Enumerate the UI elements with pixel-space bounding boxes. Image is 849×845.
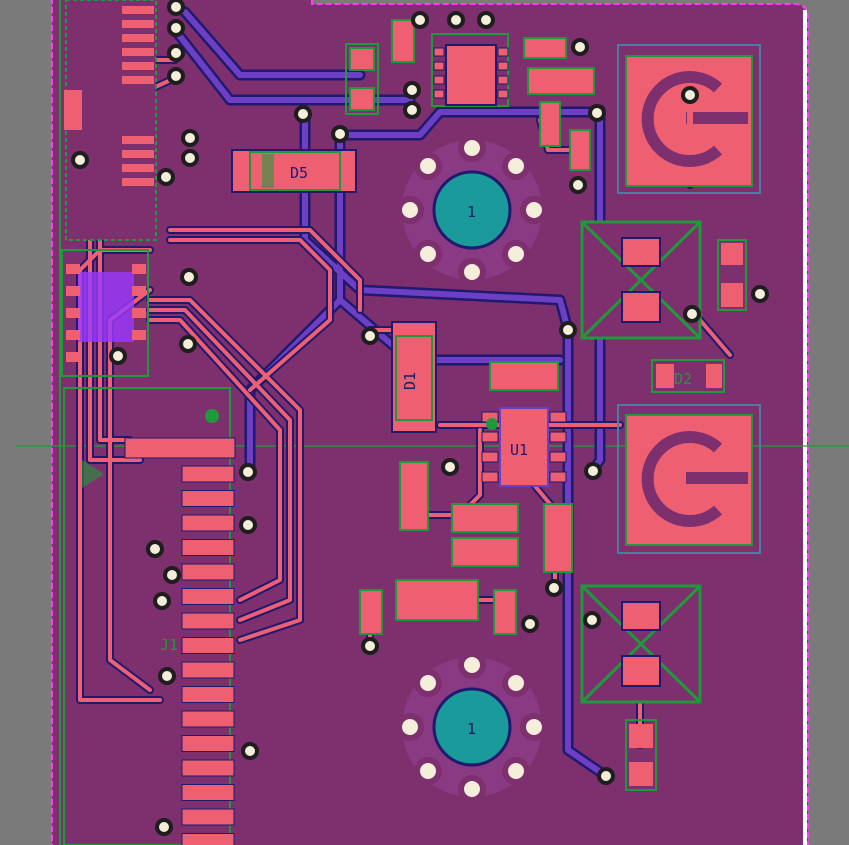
resistor-r-top-5 <box>569 129 591 171</box>
via[interactable] <box>239 516 257 534</box>
via[interactable] <box>146 540 164 558</box>
via[interactable] <box>588 104 606 122</box>
via[interactable] <box>157 168 175 186</box>
via[interactable] <box>559 321 577 339</box>
via[interactable] <box>167 19 185 37</box>
connector-pins <box>181 465 235 845</box>
via[interactable] <box>597 767 615 785</box>
diode-d5[interactable]: D5 <box>231 149 357 193</box>
connector-pin[interactable] <box>181 710 235 728</box>
ic-u1[interactable]: U1 <box>481 407 567 487</box>
capacitor-c-mid-2 <box>399 461 429 531</box>
via[interactable] <box>683 305 701 323</box>
via[interactable] <box>403 101 421 119</box>
resistor-r-top-1 <box>391 19 415 63</box>
mounting-hole-bottom[interactable]: 1 <box>396 651 548 803</box>
connector-pin[interactable] <box>181 539 235 556</box>
via[interactable] <box>751 285 769 303</box>
via[interactable] <box>241 742 259 760</box>
power-inductor-bottom[interactable] <box>580 584 702 791</box>
via[interactable] <box>583 611 601 629</box>
via[interactable] <box>571 38 589 56</box>
connector-pin[interactable] <box>181 759 235 777</box>
via[interactable] <box>521 615 539 633</box>
connector-pin[interactable] <box>181 612 235 630</box>
capacitor-c-mid-5 <box>543 503 573 573</box>
ic-top[interactable] <box>431 33 509 107</box>
connector-pin[interactable] <box>181 514 235 532</box>
via[interactable] <box>167 67 185 85</box>
resistor-r-top-2 <box>345 43 379 115</box>
via[interactable] <box>167 0 185 16</box>
via[interactable] <box>180 268 198 286</box>
ic-left-top[interactable] <box>64 0 157 241</box>
via[interactable] <box>155 818 173 836</box>
via[interactable] <box>403 81 421 99</box>
diode-d2[interactable]: D2 <box>651 359 725 393</box>
connector-pin[interactable] <box>181 490 235 507</box>
passive-components[interactable] <box>345 19 595 635</box>
via[interactable] <box>181 129 199 147</box>
via[interactable] <box>163 566 181 584</box>
power-pad-middle[interactable] <box>617 404 761 554</box>
connector-pin[interactable] <box>181 784 235 801</box>
via[interactable] <box>477 11 495 29</box>
via[interactable] <box>361 327 379 345</box>
via[interactable] <box>361 637 379 655</box>
via[interactable] <box>584 462 602 480</box>
power-inductor-top[interactable] <box>580 220 747 340</box>
mounting-hole-top[interactable]: 1 <box>396 134 548 286</box>
via[interactable] <box>441 458 459 476</box>
via[interactable] <box>569 176 587 194</box>
power-pad-top[interactable] <box>617 44 761 194</box>
capacitor-c-mid-4 <box>451 537 519 567</box>
mount-top-label: 1 <box>467 203 476 221</box>
via-layer <box>71 0 769 836</box>
d2-label: D2 <box>674 370 692 388</box>
via[interactable] <box>447 11 465 29</box>
j1-label: J1 <box>160 636 178 654</box>
via[interactable] <box>681 86 699 104</box>
connector-pin[interactable] <box>181 465 235 483</box>
u1-label: U1 <box>510 441 528 459</box>
capacitor-c-bot-1 <box>395 579 479 621</box>
mount-bottom-label: 1 <box>467 720 476 738</box>
via[interactable] <box>71 151 89 169</box>
via[interactable] <box>411 11 429 29</box>
connector-pin[interactable] <box>181 563 235 581</box>
pin1-marker-icon <box>82 460 104 488</box>
resistor-r-top-4 <box>539 101 561 147</box>
connector-pin[interactable] <box>181 686 235 703</box>
via[interactable] <box>239 463 257 481</box>
via[interactable] <box>179 335 197 353</box>
resistor-r-top-3 <box>523 37 567 59</box>
bottom-layer-traces <box>169 6 612 782</box>
connector-j1[interactable]: J1 <box>63 387 236 845</box>
connector-pin[interactable] <box>181 637 235 654</box>
capacitor-c-mid-3 <box>451 503 519 533</box>
via[interactable] <box>181 149 199 167</box>
via[interactable] <box>331 125 349 143</box>
ic-left-qfn[interactable] <box>61 249 149 377</box>
capacitor-c-top-1 <box>527 67 595 95</box>
via[interactable] <box>158 667 176 685</box>
via[interactable] <box>153 592 171 610</box>
d1-label: D1 <box>401 372 419 390</box>
connector-pin[interactable] <box>181 833 235 845</box>
resistor-r-bot-2 <box>493 589 517 635</box>
connector-pin[interactable] <box>181 735 235 752</box>
connector-pin[interactable] <box>181 588 235 605</box>
resistor-r-bot-1 <box>359 589 383 635</box>
via[interactable] <box>109 347 127 365</box>
via[interactable] <box>545 579 563 597</box>
connector-pin[interactable] <box>181 661 235 679</box>
via[interactable] <box>167 44 185 62</box>
d5-label: D5 <box>290 164 308 182</box>
via[interactable] <box>294 105 312 123</box>
capacitor-c-mid-1 <box>489 361 559 391</box>
diode-d1[interactable]: D1 <box>391 321 437 433</box>
connector-pin[interactable] <box>181 808 235 826</box>
